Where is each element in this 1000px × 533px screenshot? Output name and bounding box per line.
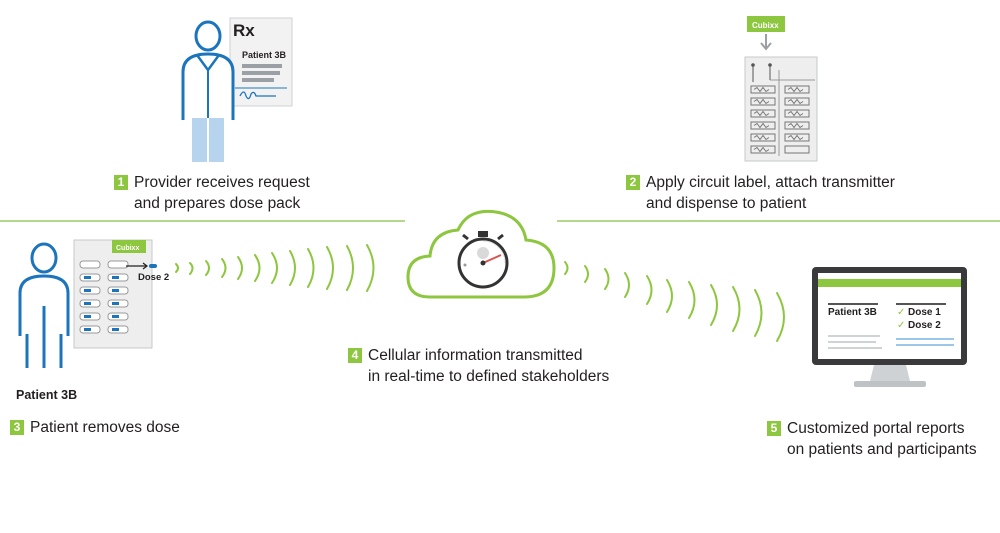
divider-left [0,220,405,222]
prescription-icon: Rx Patient 3B [229,17,293,107]
step-4-line1: Cellular information transmitted [368,347,583,364]
brand-badge: Cubixx [747,16,785,32]
arrow-down-icon [760,34,772,51]
step-1-line2: and prepares dose pack [134,195,301,212]
monitor-dose-2: Dose 2 [908,320,941,331]
step-5-line1: Customized portal reports [787,420,965,437]
patient-figure-icon [18,242,70,368]
monitor-illustration: Patient 3B ✓ Dose 1 ✓ Dose 2 [812,267,967,387]
step-1-line1: Provider receives request [134,174,310,191]
circuit-label-icon [744,56,818,162]
step-3-line1: Patient removes dose [30,419,180,436]
step-2-number: 2 [626,175,640,190]
rx-patient-label: Patient 3B [242,50,287,60]
monitor-dose-1: Dose 1 [908,307,941,318]
monitor-icon [812,267,967,387]
cloud-illustration [406,209,556,299]
signal-waves-icon [175,244,375,292]
provider-illustration: Rx Patient 3B [181,17,293,162]
step-2-line2: and dispense to patient [646,195,807,212]
monitor-patient-label: Patient 3B [828,307,877,318]
step-4-caption: 4 Cellular information transmitted in rea… [348,345,609,387]
step-2-line1: Apply circuit label, attach transmitter [646,174,895,191]
dose-2-label: Dose 2 [138,272,169,283]
step-3-caption: 3 Patient removes dose [10,417,180,438]
step-1-caption: 1 Provider receives request and prepares … [114,172,310,214]
brand-logo-text: Cubixx [752,21,779,30]
rx-symbol: Rx [233,21,255,40]
circuit-label-illustration: Cubixx [744,16,818,162]
patient-illustration: Cubixx Dose 2 [18,239,169,368]
step-4-line2: in real-time to defined stakeholders [368,368,610,385]
provider-figure-icon [181,20,235,162]
step-5-caption: 5 Customized portal reports on patients a… [767,418,977,460]
step-1-number: 1 [114,175,128,190]
step-5-number: 5 [767,421,781,436]
pack-brand-text: Cubixx [116,245,139,252]
check-icon-2: ✓ [897,320,905,331]
patient-caption: Patient 3B [16,388,78,402]
signal-waves-left [175,244,375,292]
check-icon-1: ✓ [897,307,905,318]
signal-waves-right [564,261,785,342]
stopwatch-icon [457,231,509,289]
step-2-caption: 2 Apply circuit label, attach transmitter… [626,172,895,214]
dose-pack-icon: Cubixx Dose 2 [73,239,169,349]
step-3-number: 3 [10,420,24,435]
step-4-number: 4 [348,348,362,363]
step-5-line2: on patients and participants [787,441,977,458]
divider-right [557,220,1000,222]
